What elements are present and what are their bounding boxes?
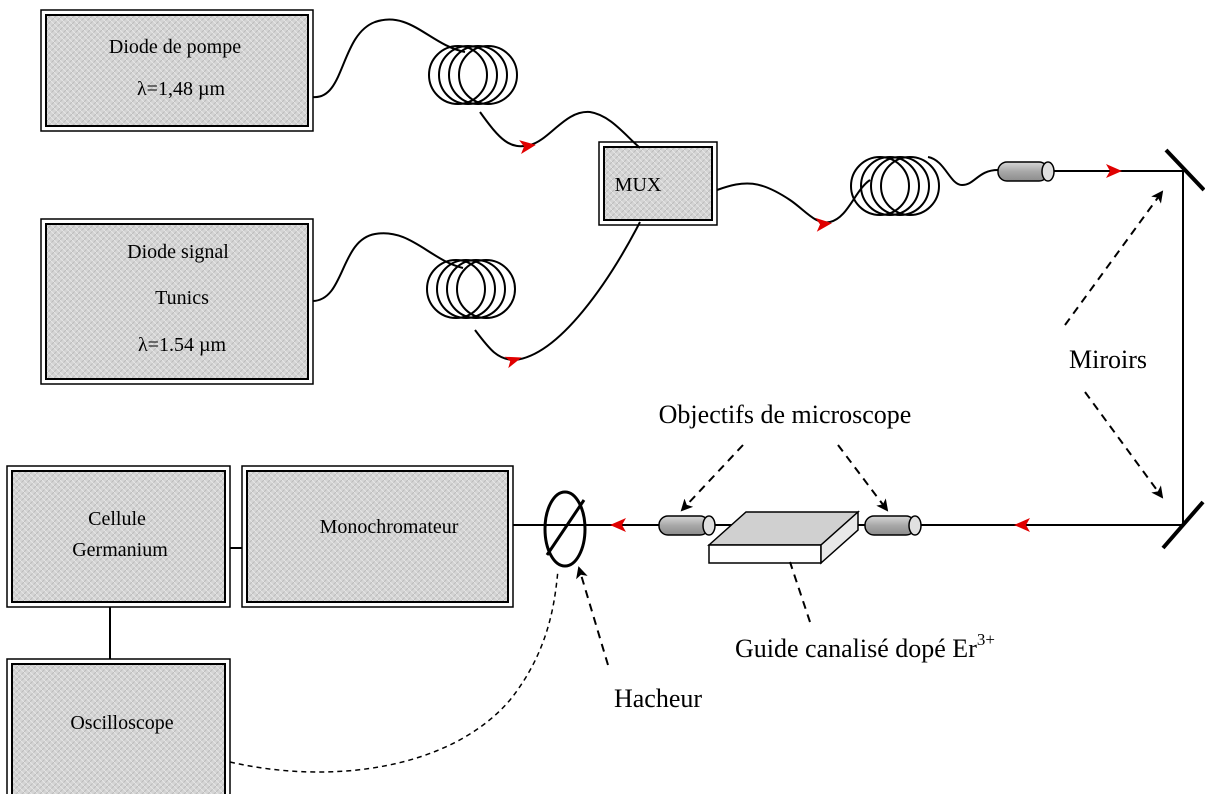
waveguide-label-sup: 3+ [977,630,995,649]
monochromateur-box: Monochromateur [241,465,514,608]
signal-diode-title: Diode signal [127,241,229,263]
pointer-chopper [576,566,609,666]
pointer-objective-left [680,444,744,512]
pump-diode-box: Diode de pompe λ=1,48 µm [40,9,314,132]
objectives-label: Objectifs de microscope [659,400,912,429]
label-pointers [576,190,1164,666]
arrow-to-hacheur [610,518,626,532]
pointer-mirror-top [1064,190,1164,326]
waveguide-label-text: Guide canalisé dopé Er [735,634,977,663]
arrow-pump [519,140,536,155]
pointer-objective-right [837,444,889,512]
output-fiber-coil [850,156,940,216]
oscilloscope-label: Oscilloscope [70,712,173,734]
collimator [997,161,1055,182]
chopper-icon [543,490,587,568]
waveguide-label: Guide canalisé dopé Er3+ [735,630,995,663]
monochromateur-label: Monochromateur [320,516,459,538]
mux-fiber-out [716,179,871,224]
sync-cable [229,569,559,773]
cellule-line2: Germanium [72,539,168,561]
signal-wavelength: λ=1.54 µm [138,334,227,356]
objective-left [658,515,716,536]
signal-fiber-in [312,232,464,302]
pump-fiber-out [479,110,641,149]
pointer-waveguide [789,561,811,623]
fibers [312,18,999,362]
arrow-collimated [1106,164,1122,178]
signal-fiber-coil [426,259,516,319]
coil-to-collimator [927,156,999,187]
pump-fiber-coil [428,45,518,105]
waveguide-sample [707,510,860,565]
oscilloscope-box: Oscilloscope [6,658,231,794]
signal-fiber-out [474,221,641,362]
pump-diode-title: Diode de pompe [109,36,241,58]
mirror-bottom [1161,500,1205,550]
arrow-signal [504,356,522,369]
cellule-line1: Cellule [88,508,146,530]
propagation-arrows [504,140,1122,532]
signal-diode-box: Diode signal Tunics λ=1.54 µm [40,218,314,385]
signal-diode-model: Tunics [155,287,209,309]
pump-fiber-in [312,18,466,99]
chopper-label: Hacheur [614,684,702,713]
arrow-mux-out [815,217,832,232]
arrow-return [1014,518,1030,532]
mux-label: MUX [615,174,662,196]
pointer-mirror-bottom [1084,391,1164,499]
mirrors-label: Miroirs [1069,345,1147,374]
pump-wavelength: λ=1,48 µm [137,78,226,100]
cellule-germanium-box: Cellule Germanium [6,465,231,608]
mux-box: MUX [598,141,718,226]
objective-right [864,515,922,536]
mirror-top [1164,148,1205,192]
